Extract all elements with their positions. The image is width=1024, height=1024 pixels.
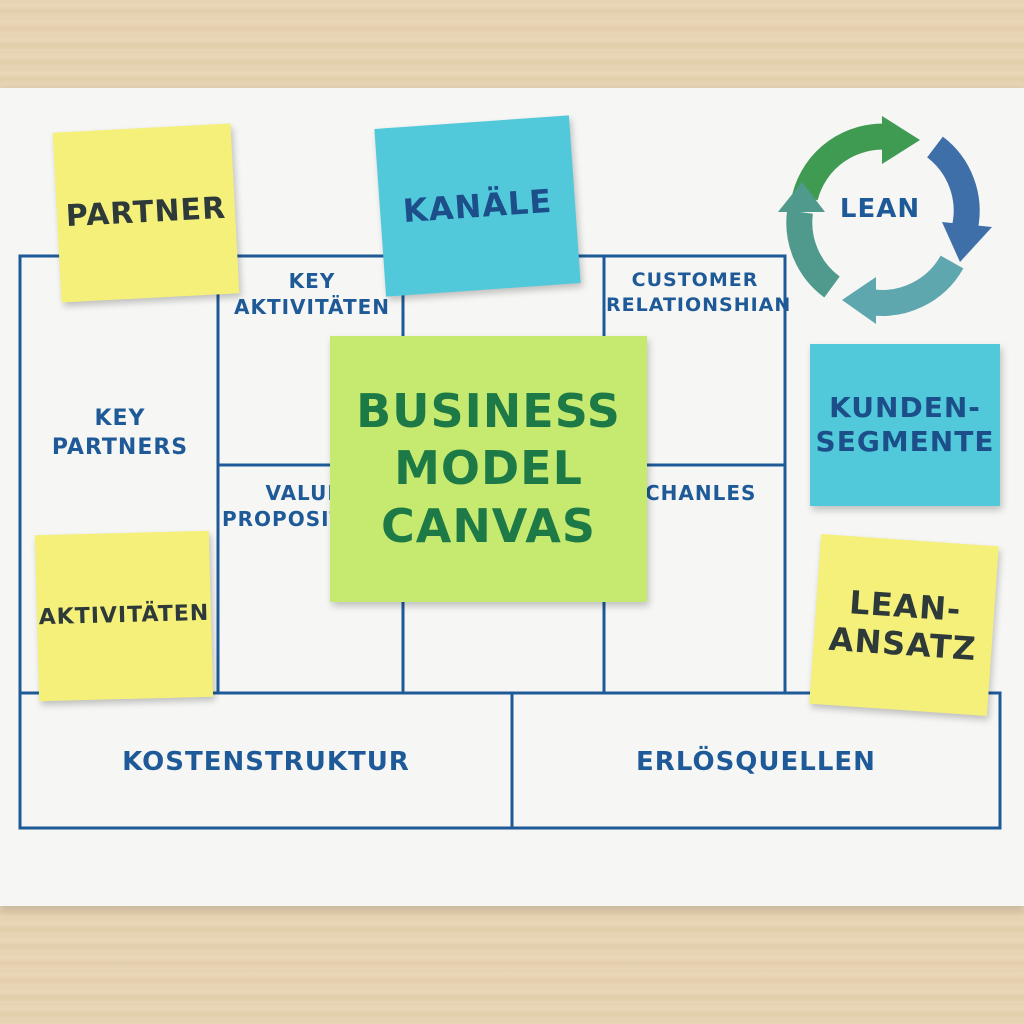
sticky-note-kundensegmente: KUNDEN- SEGMENTE [810, 344, 1000, 506]
cycle-label-lean: LEAN [839, 194, 921, 224]
cell-label-value-propositions: VALUE PROPOSITI [222, 481, 353, 531]
circular-arrows-icon [778, 116, 992, 324]
sticky-note-kanaele: KANÄLE [374, 115, 581, 297]
cell-label-key-activities: KEY AKTIVITÄTEN [233, 269, 391, 319]
cell-label-channels: CHANLES [645, 481, 757, 505]
sticky-note-partner: PARTNER [52, 123, 240, 303]
sticky-note-lean-ansatz: LEAN- ANSATZ [809, 533, 999, 717]
cell-label-cost-structure: KOSTENSTRUKTUR [122, 747, 410, 777]
cell-label-key-partners: KEY PARTNERS [51, 406, 189, 460]
cell-label-customer-relationships: CUSTOMER RELATIONSHIAN [606, 269, 792, 316]
cell-label-revenue-streams: ERLÖSQUELLEN [636, 747, 876, 777]
sticky-note-title: BUSINESS MODEL CANVAS [330, 336, 647, 602]
sticky-note-aktivitaeten: AKTIVITÄTEN [34, 530, 214, 702]
